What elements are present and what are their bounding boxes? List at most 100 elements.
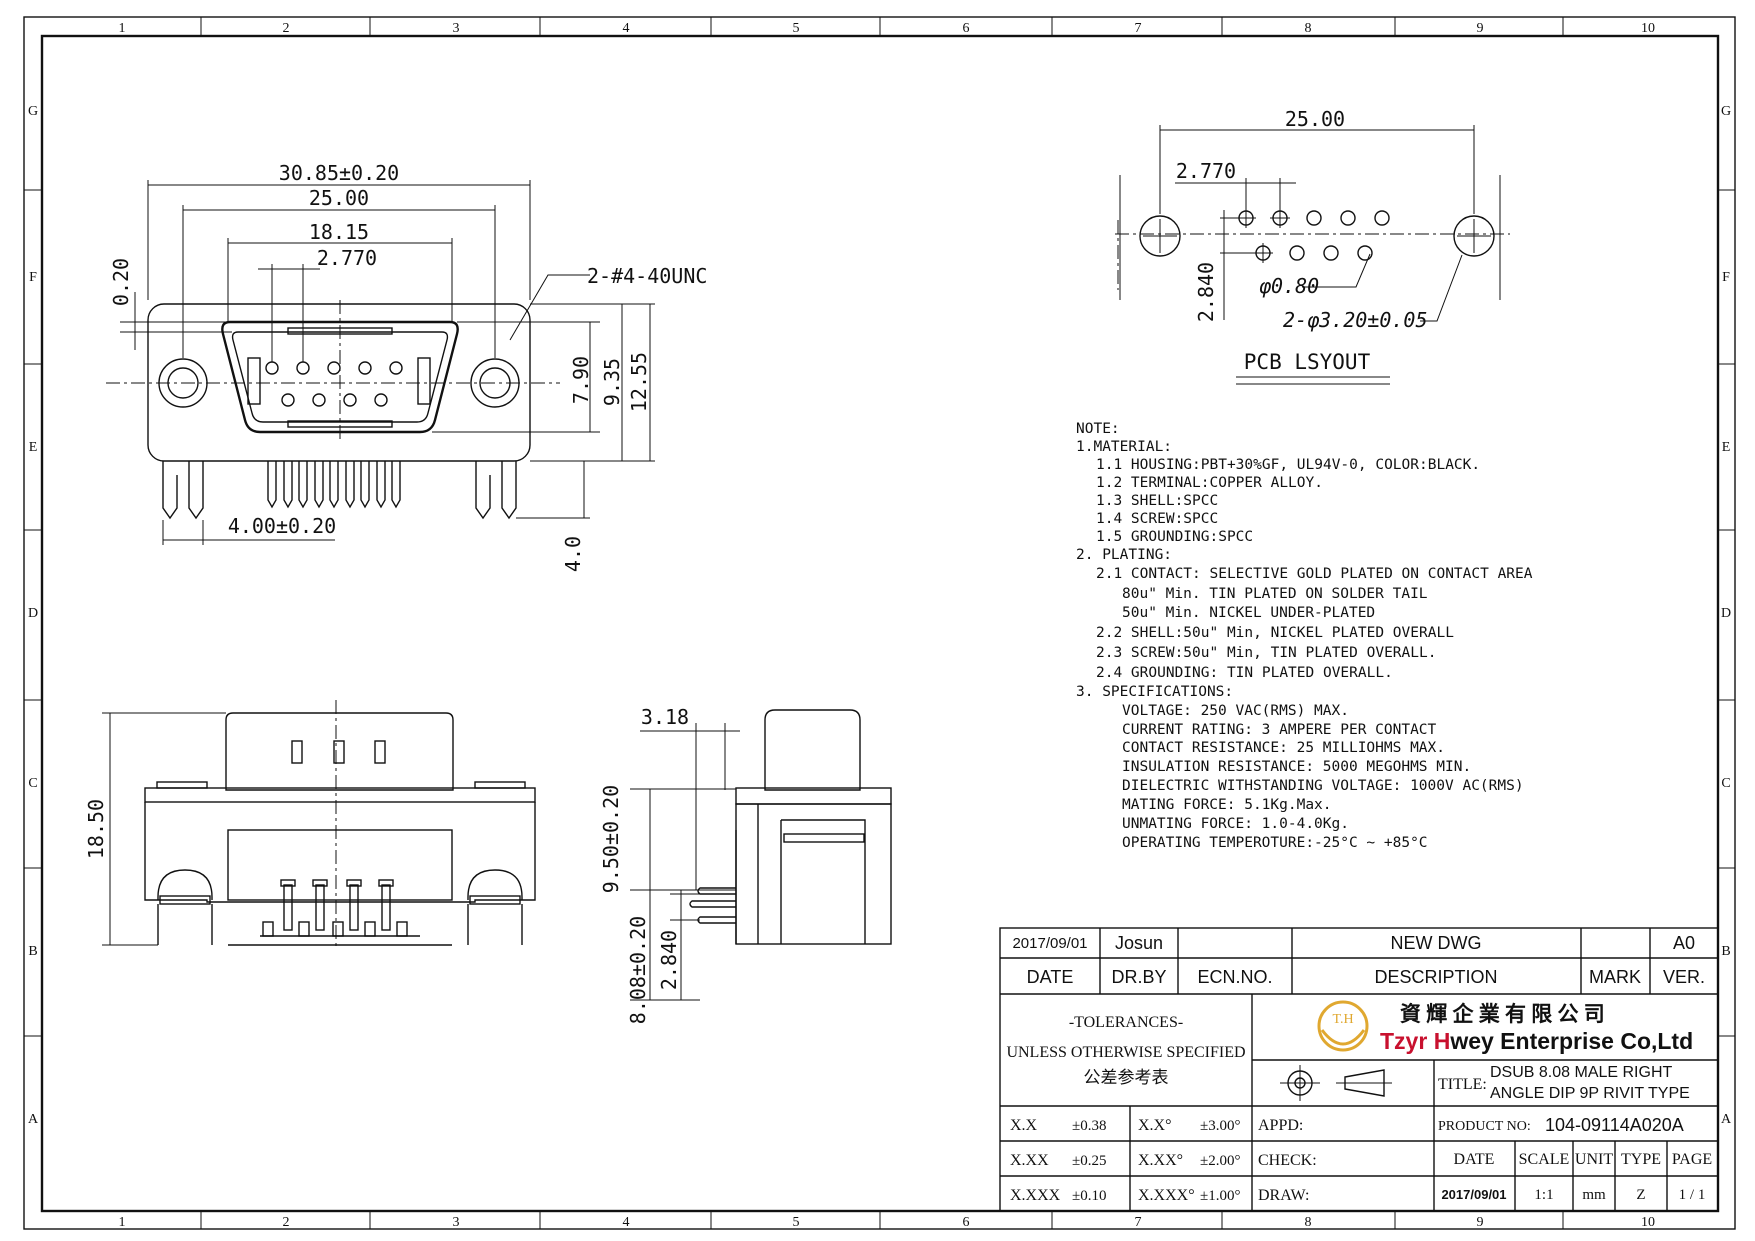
note-line: NOTE:	[1076, 421, 1120, 437]
contact-pin-foot	[262, 921, 274, 937]
dim-bottom-height: 18.50	[84, 799, 108, 859]
frame-row-label-left: F	[29, 270, 37, 285]
side-view: 3.18 9.50±0.20 8.08±0.20 2.840	[599, 705, 892, 1024]
dim-height-3: 12.55	[627, 352, 651, 412]
solder-tail	[314, 461, 324, 509]
note-line: CURRENT RATING: 3 AMPERE PER CONTACT	[1122, 722, 1437, 738]
dim-shell-width: 18.15	[309, 220, 369, 244]
frame-row-label-right: G	[1721, 104, 1731, 119]
note-line: 1.4 SCREW:SPCC	[1096, 511, 1218, 527]
tol-angular: X.X°	[1138, 1117, 1172, 1134]
dim-pin-pitch: 2.770	[317, 246, 377, 270]
tolerances-subtitle: UNLESS OTHERWISE SPECIFIED	[1006, 1044, 1245, 1061]
frame-row-label-right: B	[1721, 944, 1730, 959]
contact-pin	[283, 884, 293, 931]
dim-side-height: 9.50±0.20	[599, 785, 623, 893]
tol-angular-value: ±2.00°	[1200, 1153, 1240, 1169]
bottom-hdr-scale: SCALE	[1519, 1151, 1570, 1168]
bottom-type: Z	[1636, 1187, 1645, 1203]
contact-pin	[381, 884, 391, 931]
frame-col-label-bottom: 2	[283, 1215, 290, 1230]
front-view: 30.85±0.20 25.00 18.15 2.770 0.20 2-#4-4…	[106, 161, 707, 572]
note-line: MATING FORCE: 5.1Kg.Max.	[1122, 797, 1332, 813]
bottom-page: 1 / 1	[1679, 1187, 1706, 1203]
title-block: 2017/09/01 Josun NEW DWG A0 DATE DR.BY E…	[999, 927, 1719, 1212]
tol-linear-value: ±0.38	[1072, 1118, 1106, 1134]
tol-linear: X.XXX	[1010, 1187, 1061, 1204]
bottom-scale: 1:1	[1534, 1187, 1553, 1203]
bottom-hdr-unit: UNIT	[1575, 1151, 1613, 1168]
tol-linear-value: ±0.25	[1072, 1153, 1106, 1169]
note-line: OPERATING TEMPEROTURE:-25°C ~ +85°C	[1122, 835, 1428, 851]
frame-col-label-bottom: 8	[1305, 1215, 1312, 1230]
contact-pin-head	[280, 879, 296, 887]
frame-row-label-left: B	[28, 944, 37, 959]
dim-board-offset: 8.08±0.20	[626, 916, 650, 1024]
note-line: 3. SPECIFICATIONS:	[1076, 684, 1233, 700]
logo-mark: T.H	[1332, 1012, 1353, 1027]
note-line: CONTACT RESISTANCE: 25 MILLIOHMS MAX.	[1122, 740, 1445, 756]
front-pins-row1	[265, 361, 403, 375]
hdr-dr-by: DR.BY	[1111, 967, 1166, 987]
bottom-view: 18.50	[84, 700, 536, 950]
notes-block: NOTE:1.MATERIAL:1.1 HOUSING:PBT+30%GF, U…	[1076, 421, 1533, 851]
tolerances-cn: 公差参考表	[1084, 1068, 1169, 1087]
pcb-holes-row1	[1238, 210, 1390, 226]
solder-tail	[391, 461, 401, 509]
product-label: PRODUCT NO:	[1438, 1119, 1531, 1134]
contact-pin-foot	[332, 921, 344, 937]
dim-height-2: 9.35	[600, 358, 624, 406]
note-line: 50u" Min. NICKEL UNDER-PLATED	[1122, 605, 1375, 621]
contact-pin	[349, 884, 359, 931]
dim-flange-depth: 3.18	[641, 705, 689, 729]
tol-angular: X.XX°	[1138, 1152, 1183, 1169]
bottom-hdr-date: DATE	[1454, 1151, 1495, 1168]
frame-row-label-left: C	[28, 776, 37, 791]
frame-row-label-left: E	[29, 440, 38, 455]
frame-col-label-top: 6	[963, 21, 970, 36]
dim-leg-width: 4.00±0.20	[228, 514, 336, 538]
front-solder-tails	[267, 461, 401, 509]
pcb-pin-hole: φ0.80	[1259, 274, 1319, 298]
note-line: VOLTAGE: 250 VAC(RMS) MAX.	[1122, 703, 1349, 719]
tol-linear: X.XX	[1010, 1152, 1049, 1169]
note-line: 2.3 SCREW:50u" Min, TIN PLATED OVERALL.	[1096, 645, 1436, 661]
frame-col-label-top: 5	[793, 21, 800, 36]
frame-col-label-top: 9	[1477, 21, 1484, 36]
solder-tail	[360, 461, 370, 509]
rev-description: NEW DWG	[1391, 933, 1482, 953]
bottom-unit: mm	[1582, 1187, 1606, 1203]
title-label: TITLE:	[1438, 1076, 1487, 1093]
note-line: 1.2 TERMINAL:COPPER ALLOY.	[1096, 475, 1323, 491]
dim-shell-offset: 0.20	[109, 258, 133, 306]
pcb-mount-hole: 2-φ3.20±0.05	[1283, 308, 1428, 332]
frame-row-label-right: D	[1721, 606, 1731, 621]
rev-version: A0	[1673, 933, 1695, 953]
frame-col-label-top: 4	[623, 21, 630, 36]
rev-date: 2017/09/01	[1012, 935, 1087, 952]
pcb-layout: 25.00 2.770 2.840 φ0.80 2-φ3.20±0.05 PCB…	[1115, 107, 1510, 385]
solder-tail	[376, 461, 386, 509]
pcb-dim-row-spacing: 2.840	[1194, 262, 1218, 322]
contact-pin	[315, 884, 325, 931]
frame-row-label-right: E	[1722, 440, 1731, 455]
frame-col-label-bottom: 5	[793, 1215, 800, 1230]
company-name-cn: 資 輝 企 業 有 限 公 司	[1400, 1002, 1605, 1026]
note-line: 1.MATERIAL:	[1076, 439, 1172, 455]
note-line: INSULATION RESISTANCE: 5000 MEGOHMS MIN.	[1122, 759, 1471, 775]
frame-col-label-bottom: 10	[1641, 1215, 1655, 1230]
hdr-description: DESCRIPTION	[1374, 967, 1497, 987]
product-number: 104-09114A020A	[1545, 1115, 1684, 1135]
bottom-pins	[260, 879, 420, 937]
company-name-en: Tzyr Hwey Enterprise Co,Ltd	[1380, 1028, 1693, 1054]
pcb-dim-hole-pitch: 25.00	[1285, 107, 1345, 131]
frame-col-label-top: 1	[119, 21, 126, 36]
tol-angular-value: ±3.00°	[1200, 1118, 1240, 1134]
draw-label: DRAW:	[1258, 1187, 1309, 1204]
dim-tail-length: 4.0	[561, 536, 585, 572]
pcb-dim-pin-pitch: 2.770	[1176, 159, 1236, 183]
